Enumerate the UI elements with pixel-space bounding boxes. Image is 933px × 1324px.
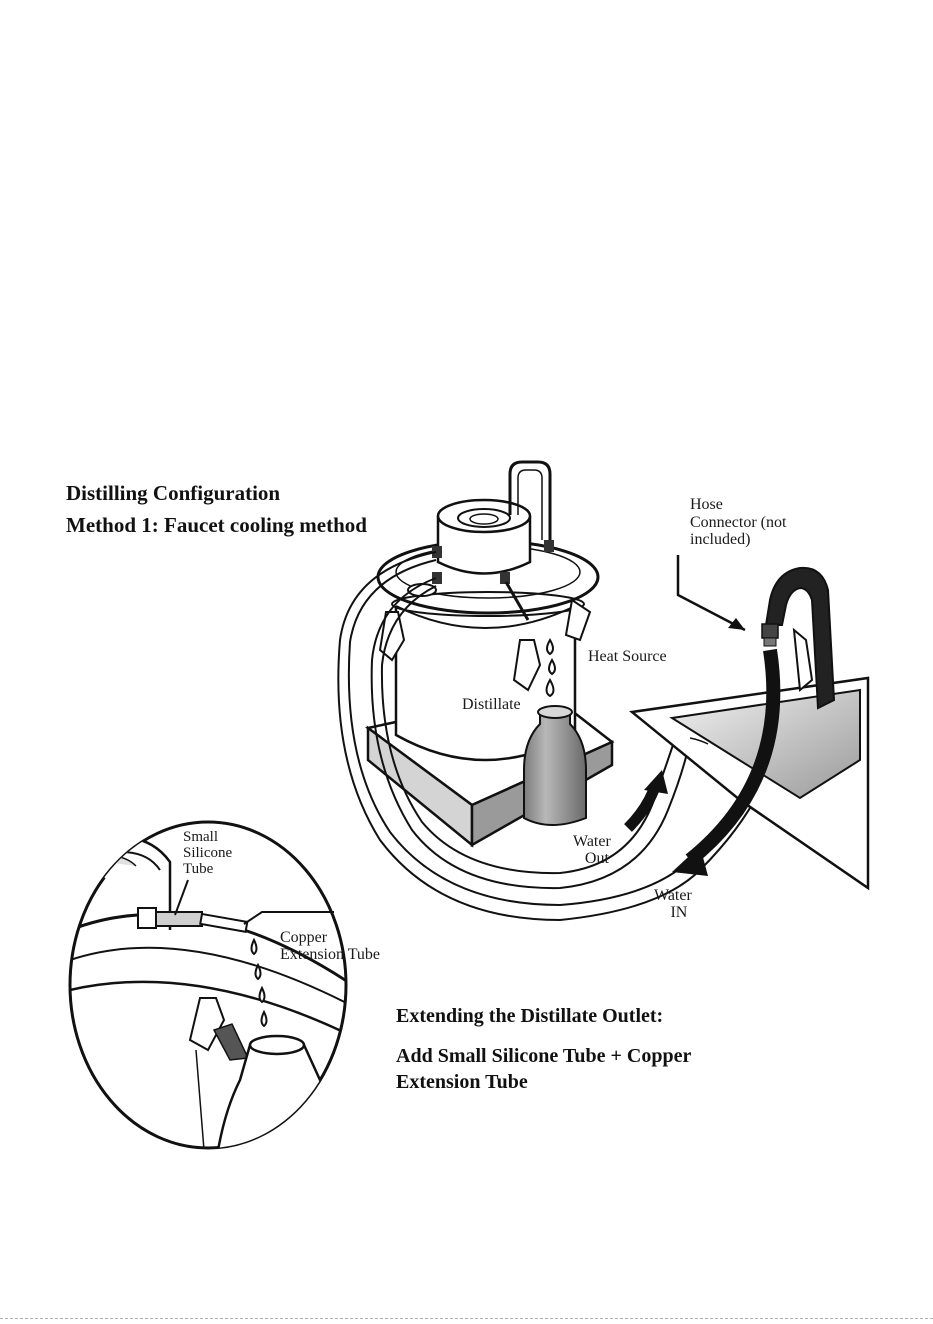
label-small-silicone-tube: Small Silicone Tube: [183, 830, 232, 877]
bottom-dashed-rule: [0, 1318, 933, 1319]
label-copper-extension-tube: Copper Extension Tube: [280, 930, 380, 964]
title-line-1: Distilling Configuration: [66, 478, 367, 510]
label-hose-connector: Hose Connector (not included): [690, 496, 786, 549]
title-line-2: Method 1: Faucet cooling method: [66, 510, 367, 542]
hose-connector-arrow: [678, 555, 745, 630]
label-water-in: Water IN: [654, 888, 692, 922]
footer-title: Extending the Distillate Outlet:: [396, 1005, 663, 1028]
label-distillate: Distillate: [462, 697, 521, 713]
label-heat-source: Heat Source: [588, 649, 667, 665]
water-out-arrow: [628, 770, 668, 828]
label-water-out: Water Out: [573, 834, 611, 868]
footer-body: Add Small Silicone Tube + Copper Extensi…: [396, 1043, 691, 1095]
page-title: Distilling Configuration Method 1: Fauce…: [66, 478, 367, 541]
